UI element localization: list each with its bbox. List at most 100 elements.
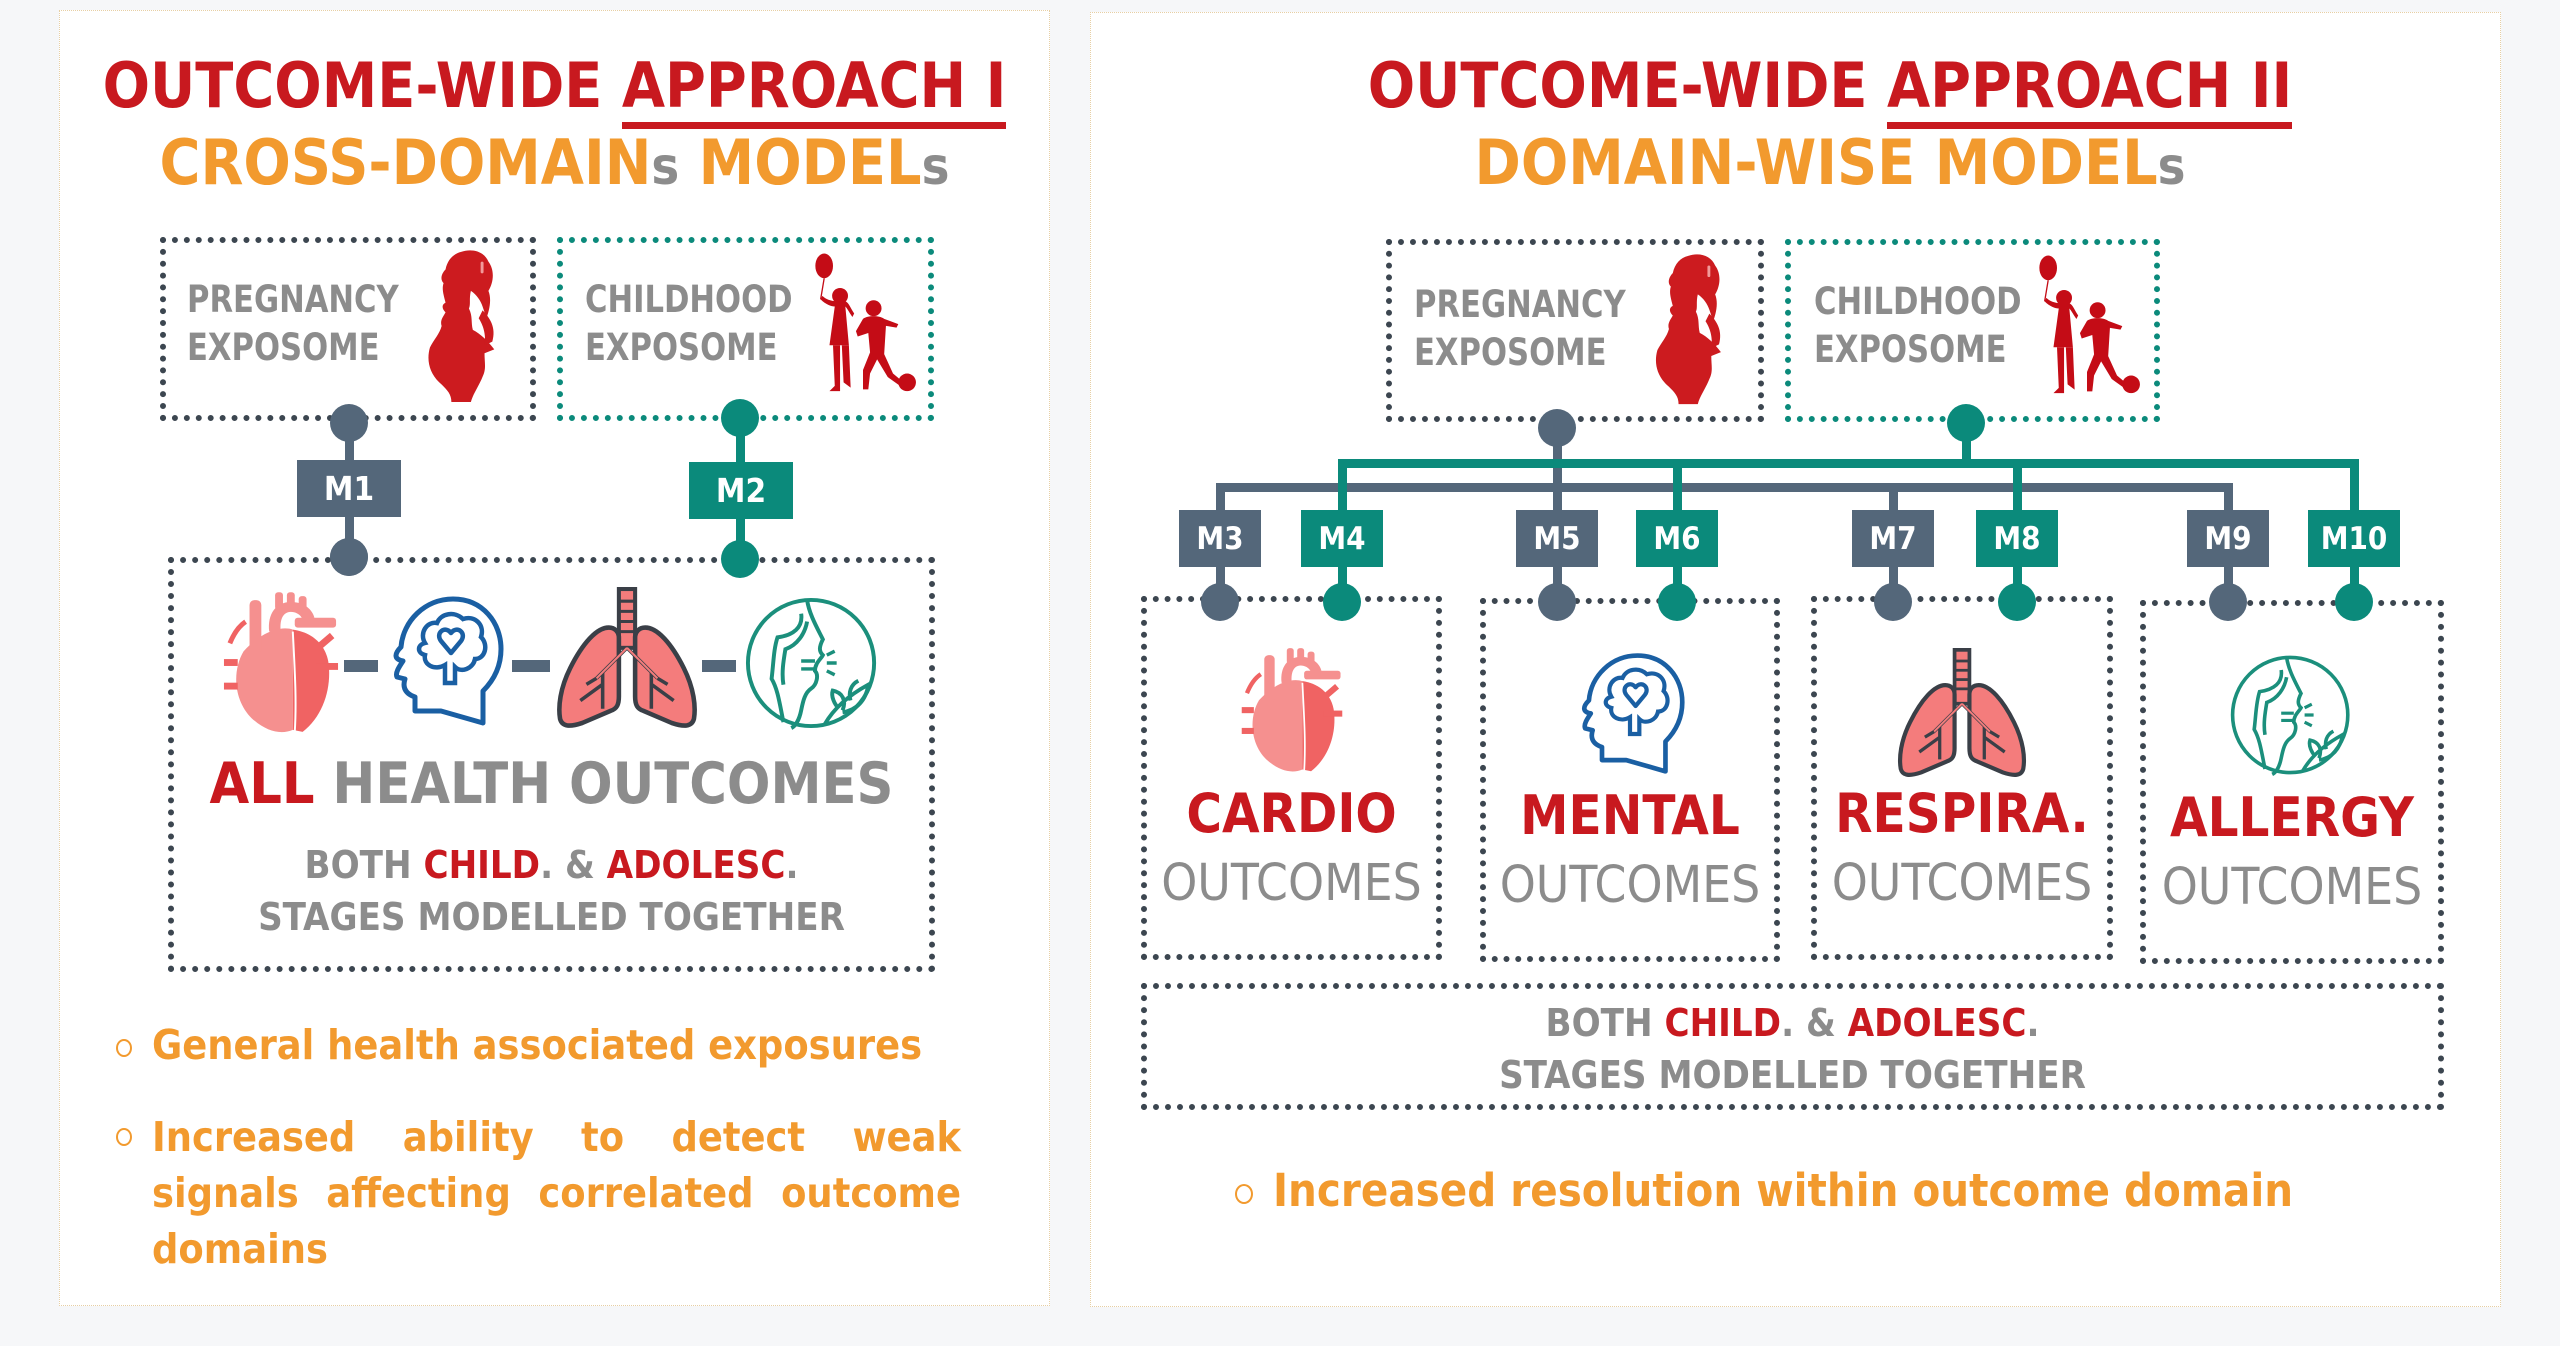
children-playing-icon <box>814 252 917 392</box>
model-m2-badge: M2 <box>689 462 793 519</box>
exposome-line2: EXPOSOME <box>187 326 380 369</box>
bullet-circle-icon <box>116 1039 132 1057</box>
domain-name: MENTAL <box>1520 784 1740 847</box>
stages-child: CHILD <box>423 843 541 887</box>
exposome-line2: EXPOSOME <box>1414 331 1607 374</box>
stages-child: CHILD <box>1664 1001 1782 1045</box>
outcome-node-m4 <box>1323 583 1361 621</box>
stages-adolesc: ADOLESC <box>606 843 786 887</box>
subtitle-part: DOMAIN-WISE MODEL <box>1474 126 2158 199</box>
all-label: ALL <box>209 751 315 817</box>
approach-2-subtitle: DOMAIN-WISE MODELs <box>1090 132 2560 198</box>
brain-head-icon <box>385 593 505 728</box>
model-m5-badge: M5 <box>1516 510 1598 567</box>
domain-box-brain-head <box>1480 598 1780 962</box>
outcome-node-m10 <box>2335 583 2373 621</box>
exposome-line1: PREGNANCY <box>187 278 399 321</box>
all-health-outcomes-label: ALL HEALTH OUTCOMES <box>168 752 935 816</box>
bullet-text: Increased resolution within outcome doma… <box>1273 1164 2294 1217</box>
model-m1-badge: M1 <box>297 460 401 517</box>
childhood-node <box>721 399 759 437</box>
bullet-circle-icon <box>116 1128 132 1146</box>
stages-both: BOTH <box>304 843 424 887</box>
outcome-node-m7 <box>1874 583 1912 621</box>
pregnancy-exposome-label: PREGNANCY EXPOSOME <box>187 276 399 372</box>
stages-line-2: STAGES MODELLED TOGETHER <box>258 895 845 939</box>
heart-icon <box>222 592 340 735</box>
stages-both: BOTH <box>1545 1001 1665 1045</box>
outcome-node-m1 <box>330 538 368 576</box>
heart-icon <box>1240 648 1344 774</box>
allergy-sneeze-icon <box>2230 655 2350 777</box>
stages-line-1: BOTH CHILD. & ADOLESC. <box>1141 1000 2444 1046</box>
outcome-node-m6 <box>1658 583 1696 621</box>
approach-1-panel <box>59 10 1050 1306</box>
approach-2-title: OUTCOME-WIDE APPROACH II <box>1090 49 2560 129</box>
model-m9-badge: M9 <box>2187 510 2269 567</box>
model-m3-badge: M3 <box>1179 510 1261 567</box>
stages-line-2: STAGES MODELLED TOGETHER <box>1499 1053 2086 1097</box>
pregnant-woman-icon <box>1655 254 1721 405</box>
allergy-sneeze-icon <box>745 597 877 731</box>
icon-separator <box>512 660 550 672</box>
domain-box-lungs <box>1811 596 2113 960</box>
exposome-line1: CHILDHOOD <box>1814 280 2022 323</box>
domain-subtitle: OUTCOMES <box>1161 854 1422 913</box>
model-m6-badge: M6 <box>1636 510 1718 567</box>
approach-1-subtitle: CROSS-DOMAINs MODELs <box>59 132 1050 198</box>
health-outcomes-label: HEALTH OUTCOMES <box>314 751 894 817</box>
approach-1-bullet: Increased ability to detect weak signals… <box>116 1109 961 1277</box>
brain-head-icon <box>1574 650 1686 776</box>
pregnancy-exposome-box <box>1386 239 1764 422</box>
pregnancy-exposome-label: PREGNANCY EXPOSOME <box>1414 281 1626 377</box>
pregnancy-node <box>330 404 368 442</box>
outcome-node-m9 <box>2209 583 2247 621</box>
stages-dot: . <box>2026 1001 2040 1045</box>
domain-name: ALLERGY <box>2170 786 2414 849</box>
lungs-icon <box>556 587 698 729</box>
stages-amp: . & <box>540 843 607 887</box>
outcome-node-m2 <box>721 540 759 578</box>
childhood-trunk <box>1962 422 1971 468</box>
childhood-exposome-label: CHILDHOOD EXPOSOME <box>1814 278 2022 374</box>
approach-1-bullet: General health associated exposures <box>116 1017 961 1073</box>
stages-adolesc: ADOLESC <box>1847 1001 2027 1045</box>
exposome-line2: EXPOSOME <box>585 326 778 369</box>
stages-amp: . & <box>1781 1001 1848 1045</box>
childhood-node <box>1947 404 1985 442</box>
domain-name: CARDIO <box>1186 782 1397 845</box>
domain-box-heart <box>1141 596 1442 960</box>
approach-1-title: OUTCOME-WIDE APPROACH I <box>59 49 1050 129</box>
subtitle-part-plural: s <box>921 137 950 197</box>
pregnant-woman-icon <box>428 250 495 403</box>
model-m7-badge: M7 <box>1852 510 1934 567</box>
approach-2-panel <box>1090 12 2501 1307</box>
model-m8-badge: M8 <box>1976 510 2058 567</box>
model-m4-badge: M4 <box>1301 510 1383 567</box>
stages-box <box>1141 983 2444 1110</box>
subtitle-part-plural: s <box>651 137 680 197</box>
outcome-node-m3 <box>1201 583 1239 621</box>
exposome-line1: PREGNANCY <box>1414 283 1626 326</box>
bullet-text: General health associated exposures <box>152 1021 923 1069</box>
bullet-circle-icon <box>1235 1184 1253 1204</box>
exposome-line2: EXPOSOME <box>1814 328 2007 371</box>
approach-2-title-prefix: OUTCOME-WIDE <box>1367 49 1887 122</box>
exposome-line1: CHILDHOOD <box>585 278 793 321</box>
childhood-exposome-label: CHILDHOOD EXPOSOME <box>585 276 793 372</box>
icon-separator <box>702 660 736 672</box>
subtitle-part: MODEL <box>679 126 922 199</box>
childhood-bus <box>1338 459 2359 468</box>
approach-1-title-underlined: APPROACH I <box>621 49 1007 129</box>
approach-2-title-underlined: APPROACH II <box>1886 49 2293 129</box>
domain-subtitle: OUTCOMES <box>1831 854 2093 913</box>
domain-name: RESPIRA. <box>1835 782 2089 845</box>
bullet-text: Increased ability to detect weak signals… <box>152 1113 961 1273</box>
lungs-icon <box>1897 648 2027 778</box>
domain-box-allergy-sneeze <box>2140 600 2444 964</box>
domain-subtitle: OUTCOMES <box>2161 858 2423 917</box>
pregnancy-node <box>1538 409 1576 447</box>
approach-2-bullet: Increased resolution within outcome doma… <box>1235 1163 2293 1219</box>
subtitle-part-plural: s <box>2157 137 2186 197</box>
model-m10-badge: M10 <box>2308 510 2400 567</box>
